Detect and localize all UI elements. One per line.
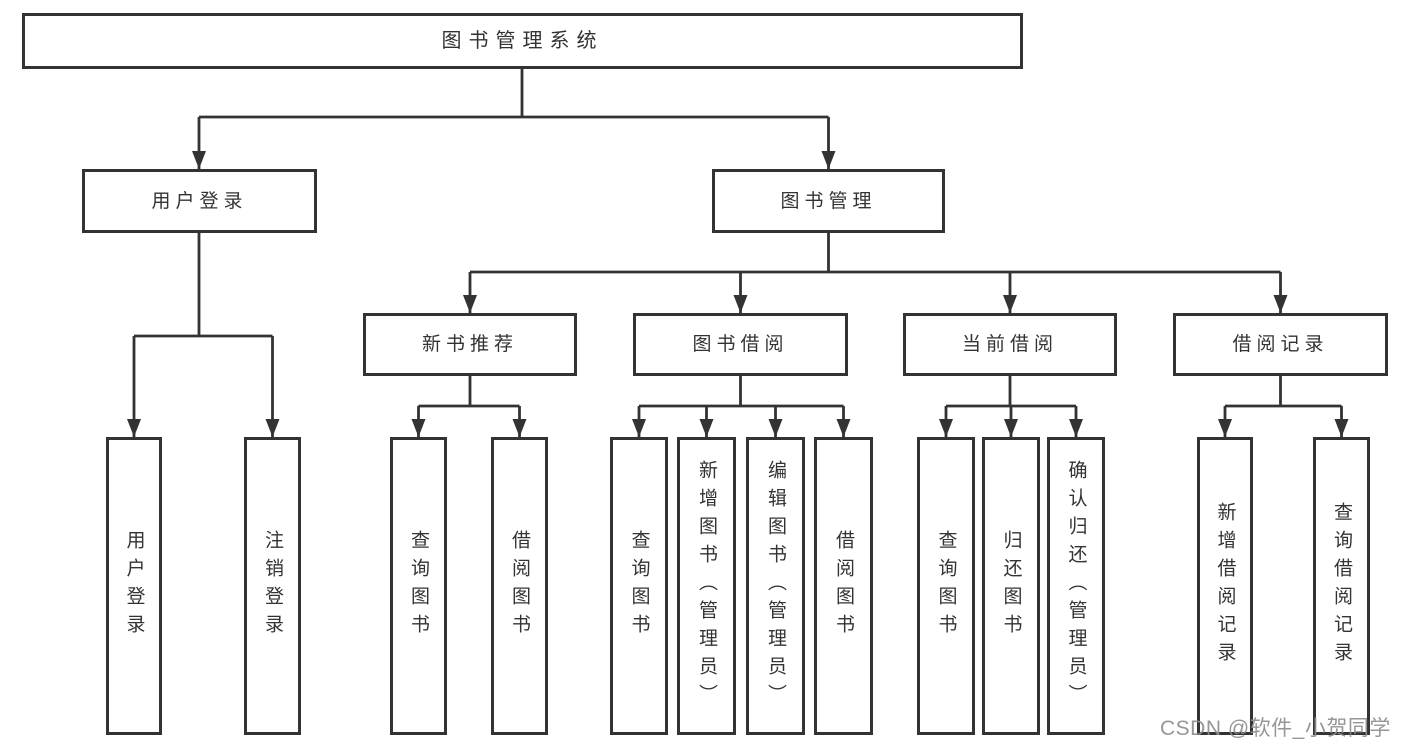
node-user-login: 用户登录 [82, 169, 317, 233]
leaf-confirm-return-admin: 确认归还（管理员） [1047, 437, 1105, 735]
watermark: CSDN @软件_小贺同学 [1160, 717, 1391, 740]
leaf-query-borrow-record: 查询借阅记录 [1313, 437, 1370, 735]
leaf-return-books: 归还图书 [982, 437, 1040, 735]
leaf-query-books-3: 查询图书 [917, 437, 975, 735]
node-new-book-recommend: 新书推荐 [363, 313, 577, 376]
leaf-edit-books-admin: 编辑图书（管理员） [746, 437, 805, 735]
leaf-query-books-2: 查询图书 [610, 437, 668, 735]
leaf-borrow-books-2: 借阅图书 [814, 437, 873, 735]
leaf-add-borrow-record: 新增借阅记录 [1197, 437, 1253, 735]
leaf-query-books-1: 查询图书 [390, 437, 447, 735]
leaf-logout: 注销登录 [244, 437, 301, 735]
leaf-borrow-books-1: 借阅图书 [491, 437, 548, 735]
leaf-user-login: 用户登录 [106, 437, 162, 735]
node-book-borrowing: 图书借阅 [633, 313, 848, 376]
leaf-add-books-admin: 新增图书（管理员） [677, 437, 736, 735]
node-library-system: 图书管理系统 [22, 13, 1023, 69]
node-borrowing-records: 借阅记录 [1173, 313, 1388, 376]
node-current-borrowing: 当前借阅 [903, 313, 1117, 376]
node-book-management: 图书管理 [712, 169, 945, 233]
